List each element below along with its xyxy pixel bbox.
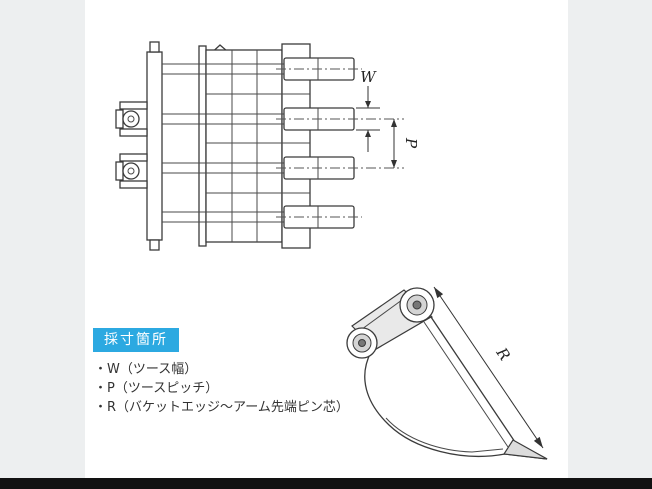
legend: ・W（ツース幅） ・P（ツースピッチ） ・R（バケットエッジ～アーム先端ピン芯） — [94, 360, 349, 417]
bucket-top-view: W P — [115, 41, 420, 251]
legend-item-p: ・P（ツースピッチ） — [94, 381, 219, 396]
bucket-tooth — [502, 439, 548, 460]
side-plate-bottom-tab — [149, 239, 160, 251]
legend-item-w: ・W（ツース幅） — [94, 362, 198, 377]
tooth-2 — [276, 107, 404, 131]
bucket-side-view: R — [346, 286, 548, 460]
dim-label-p: P — [402, 137, 420, 149]
mount-bracket-lower — [115, 153, 148, 189]
measurement-label-text: 採寸箇所 — [104, 332, 168, 348]
body-frame — [205, 49, 283, 243]
legend-item-r: ・R（バケットエッジ～アーム先端ピン芯） — [94, 400, 349, 415]
arm-pin-boss — [399, 287, 435, 323]
tooth-1 — [276, 57, 362, 81]
bottom-bar — [0, 478, 652, 489]
dimension-p: P — [391, 119, 420, 168]
dim-label-r: R — [492, 344, 514, 364]
inner-wall — [385, 417, 504, 453]
bucket-body — [364, 316, 548, 460]
tooth-3 — [276, 156, 404, 180]
side-plate — [146, 51, 163, 241]
inner-plate — [198, 45, 207, 247]
dimension-w: W — [356, 68, 380, 152]
side-plate-top-tab — [149, 41, 160, 53]
link-pin-boss — [346, 327, 378, 359]
measurement-label-box: 採寸箇所 — [93, 328, 179, 352]
mount-bracket-upper — [115, 101, 148, 137]
tooth-4 — [276, 205, 362, 229]
front-edge-inner — [423, 321, 509, 448]
dim-label-w: W — [360, 68, 377, 86]
